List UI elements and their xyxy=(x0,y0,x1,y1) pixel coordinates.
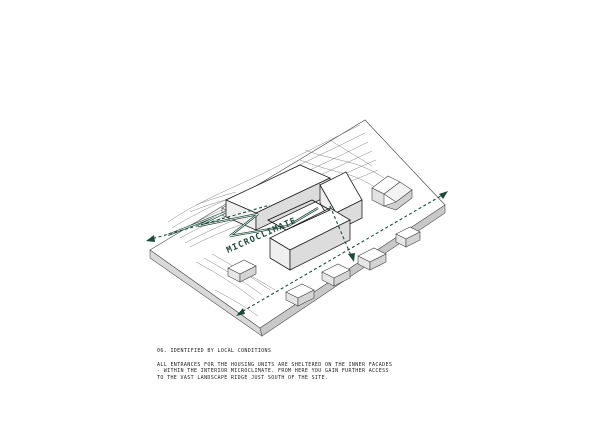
building-2 xyxy=(285,283,315,307)
caption-title: 06. IDENTIFIED BY LOCAL CONDITIONS xyxy=(157,348,272,354)
caption-line: TO THE VAST LANDSCAPE RIDGE JUST SOUTH O… xyxy=(157,374,329,381)
caption-line: ALL ENTRANCES FOR THE HOUSING UNITS ARE … xyxy=(157,361,393,368)
arrowheads xyxy=(146,191,448,316)
arrow-south xyxy=(348,253,355,262)
access-axis-west xyxy=(147,204,271,241)
site-axonometric-diagram: MICROCLIMATE xyxy=(146,119,448,337)
access-axis-long xyxy=(237,192,447,315)
arrow-west xyxy=(146,235,155,242)
building-3 xyxy=(321,263,351,287)
building-4 xyxy=(357,247,387,271)
housing-blocks xyxy=(225,164,363,271)
access-axes xyxy=(147,192,447,315)
building-1 xyxy=(227,259,257,283)
arrow-northeast xyxy=(439,191,448,199)
housing-block-south xyxy=(269,207,351,271)
building-5 xyxy=(395,226,421,248)
arrow-southwest xyxy=(236,308,245,316)
caption: 06. IDENTIFIED BY LOCAL CONDITIONS ALL E… xyxy=(157,348,457,381)
access-axis-vertical xyxy=(329,205,353,259)
housing-block-east xyxy=(319,171,363,233)
caption-line: - WITHIN THE INTERIOR MICROCLIMATE. FROM… xyxy=(157,368,389,375)
gable-building xyxy=(371,175,413,211)
